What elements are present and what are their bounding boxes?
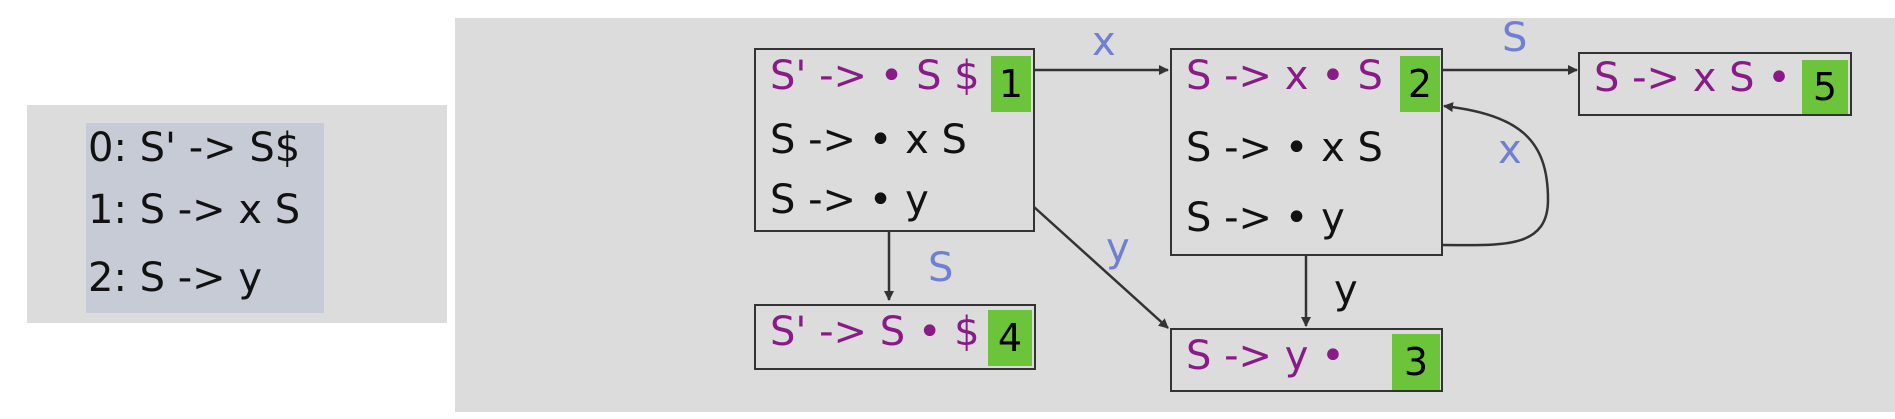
state-1-badge: 1: [991, 56, 1031, 112]
grammar-rules-box: [86, 123, 324, 313]
state-2-closure-item: S -> • x S: [1186, 125, 1383, 171]
state-1: [754, 48, 1035, 232]
state-4: [754, 304, 1036, 370]
state-2-closure-item: S -> • y: [1186, 195, 1345, 241]
edge-label-2-loop: x: [1498, 127, 1522, 173]
state-1-closure-item: S -> • y: [770, 177, 929, 223]
state-5: [1578, 52, 1852, 116]
grammar-rule-2: 2: S -> y: [88, 255, 263, 301]
edge-label-1-to-2: x: [1092, 19, 1116, 65]
state-3-badge: 3: [1392, 334, 1440, 390]
lr0-automaton-panel: [455, 18, 1895, 412]
edge-1-to-3: [1033, 206, 1169, 329]
state-1-kernel-item: S' -> • S $: [770, 53, 980, 99]
edge-label-2-to-3: y: [1334, 267, 1358, 313]
state-4-badge: 4: [988, 310, 1032, 366]
edge-label-1-to-4: S: [928, 245, 954, 291]
edge-label-1-to-3: y: [1106, 225, 1130, 271]
edge-label-2-to-5: S: [1502, 15, 1528, 61]
grammar-rule-1: 1: S -> x S: [88, 187, 301, 233]
grammar-rule-0: 0: S' -> S$: [88, 125, 301, 171]
state-2-kernel-item: S -> x • S: [1186, 53, 1383, 99]
state-1-closure-item: S -> • x S: [770, 117, 967, 163]
state-2-badge: 2: [1400, 56, 1440, 112]
state-5-badge: 5: [1802, 60, 1848, 114]
state-4-kernel-item: S' -> S • $: [770, 309, 980, 355]
edge-2-self-loop: [1441, 102, 1550, 247]
state-5-kernel-item: S -> x S •: [1594, 55, 1791, 101]
state-3-kernel-item: S -> y •: [1186, 333, 1345, 379]
state-2: [1170, 48, 1443, 256]
state-3: [1170, 328, 1443, 392]
